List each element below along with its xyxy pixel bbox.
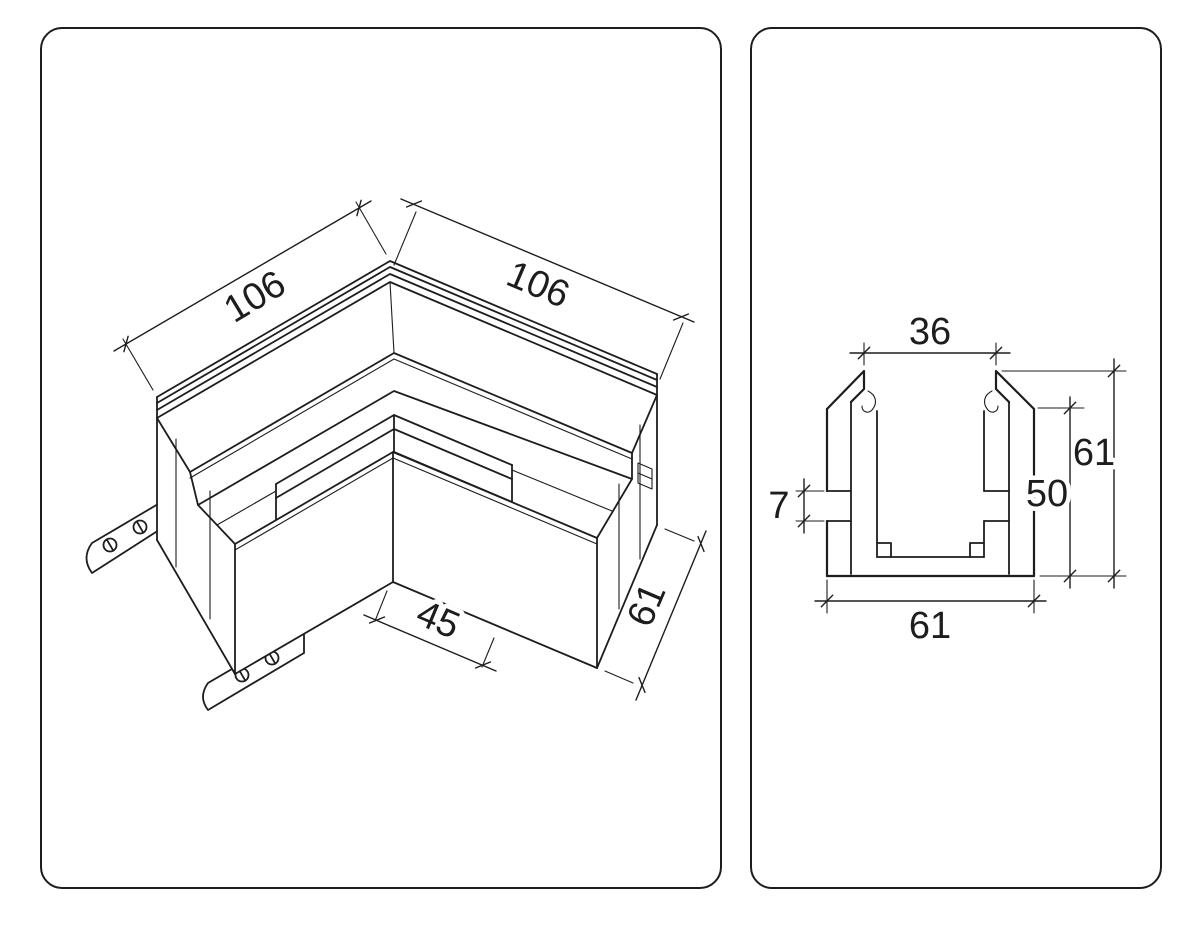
dimension-label-height-inner: 50: [1026, 473, 1068, 515]
screw-icon: [102, 537, 118, 553]
hook-detail: [637, 462, 653, 490]
dimension-label-hook: 7: [768, 485, 789, 527]
dimension-label-arm-right: 106: [501, 253, 576, 316]
screw-icon: [132, 519, 148, 535]
dimension-label-arm-left: 106: [217, 263, 293, 332]
isometric-view-panel: 106 106 45 61: [40, 27, 722, 889]
hook-detail: [983, 390, 999, 413]
cross-section-drawing: 36 7 61 50: [764, 307, 1127, 652]
near-wall-mask: [235, 452, 597, 674]
profile-details: [826, 390, 1010, 575]
dimension-61-height: 61: [1001, 358, 1127, 589]
dimension-106-left: 106: [113, 199, 387, 391]
corner-body: [156, 260, 658, 675]
dimension-label-opening: 36: [909, 311, 951, 353]
right-end-face-mask: [597, 374, 657, 668]
dimension-61-width: 61: [814, 579, 1047, 652]
isometric-drawing: 106 106 45 61: [85, 198, 707, 711]
dimension-106-right: 106: [393, 198, 695, 380]
hook-detail: [861, 390, 877, 413]
dimension-label-height-outer: 61: [1073, 432, 1115, 474]
dimension-7: 7: [764, 478, 825, 534]
profile-outline: [825, 369, 1036, 578]
dimension-label-width: 61: [909, 605, 951, 647]
cross-section-panel: 36 7 61 50: [750, 27, 1162, 889]
dimension-50: 50: [1021, 396, 1085, 589]
mounting-strap-upper: [85, 496, 171, 574]
dimension-36: 36: [849, 307, 1011, 366]
